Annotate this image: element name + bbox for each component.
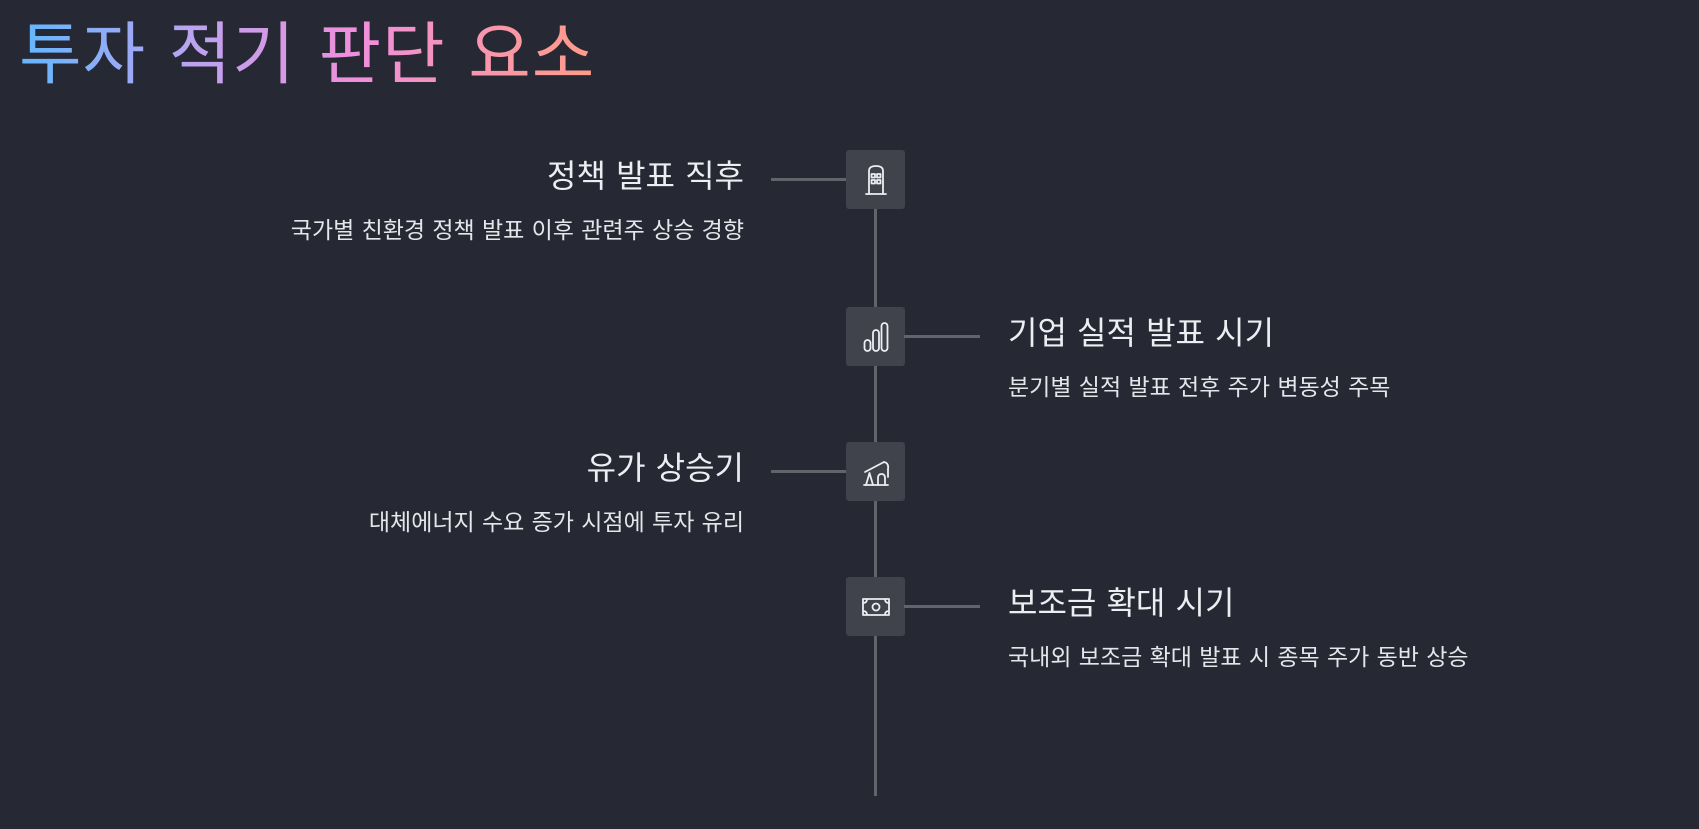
item-title-subsidy: 보조금 확대 시기 <box>1008 584 1235 622</box>
oil-pump-icon <box>862 460 889 486</box>
page-title: 투자 적기 판단 요소 <box>19 14 595 98</box>
timeline-connector <box>904 335 980 338</box>
timeline-node-oil <box>846 442 905 501</box>
timeline-node-earnings <box>846 307 905 366</box>
item-title-earnings: 기업 실적 발표 시기 <box>1008 314 1275 352</box>
bar-chart-icon <box>863 321 888 352</box>
item-desc-earnings: 분기별 실적 발표 전후 주가 변동성 주목 <box>1008 375 1391 401</box>
timeline-connector <box>904 605 980 608</box>
banknote-icon <box>861 597 890 616</box>
timeline-node-policy <box>846 150 905 209</box>
timeline-node-subsidy <box>846 577 905 636</box>
item-desc-subsidy: 국내외 보조금 확대 발표 시 종목 주가 동반 상승 <box>1008 645 1469 671</box>
item-desc-oil: 대체에너지 수요 증가 시점에 투자 유리 <box>368 510 744 536</box>
item-desc-policy: 국가별 친환경 정책 발표 이후 관련주 상승 경향 <box>290 218 744 244</box>
item-title-oil: 유가 상승기 <box>586 449 744 487</box>
timeline-connector <box>771 178 847 181</box>
item-title-policy: 정책 발표 직후 <box>547 157 744 195</box>
timeline-connector <box>771 470 847 473</box>
government-building-icon <box>864 164 887 195</box>
